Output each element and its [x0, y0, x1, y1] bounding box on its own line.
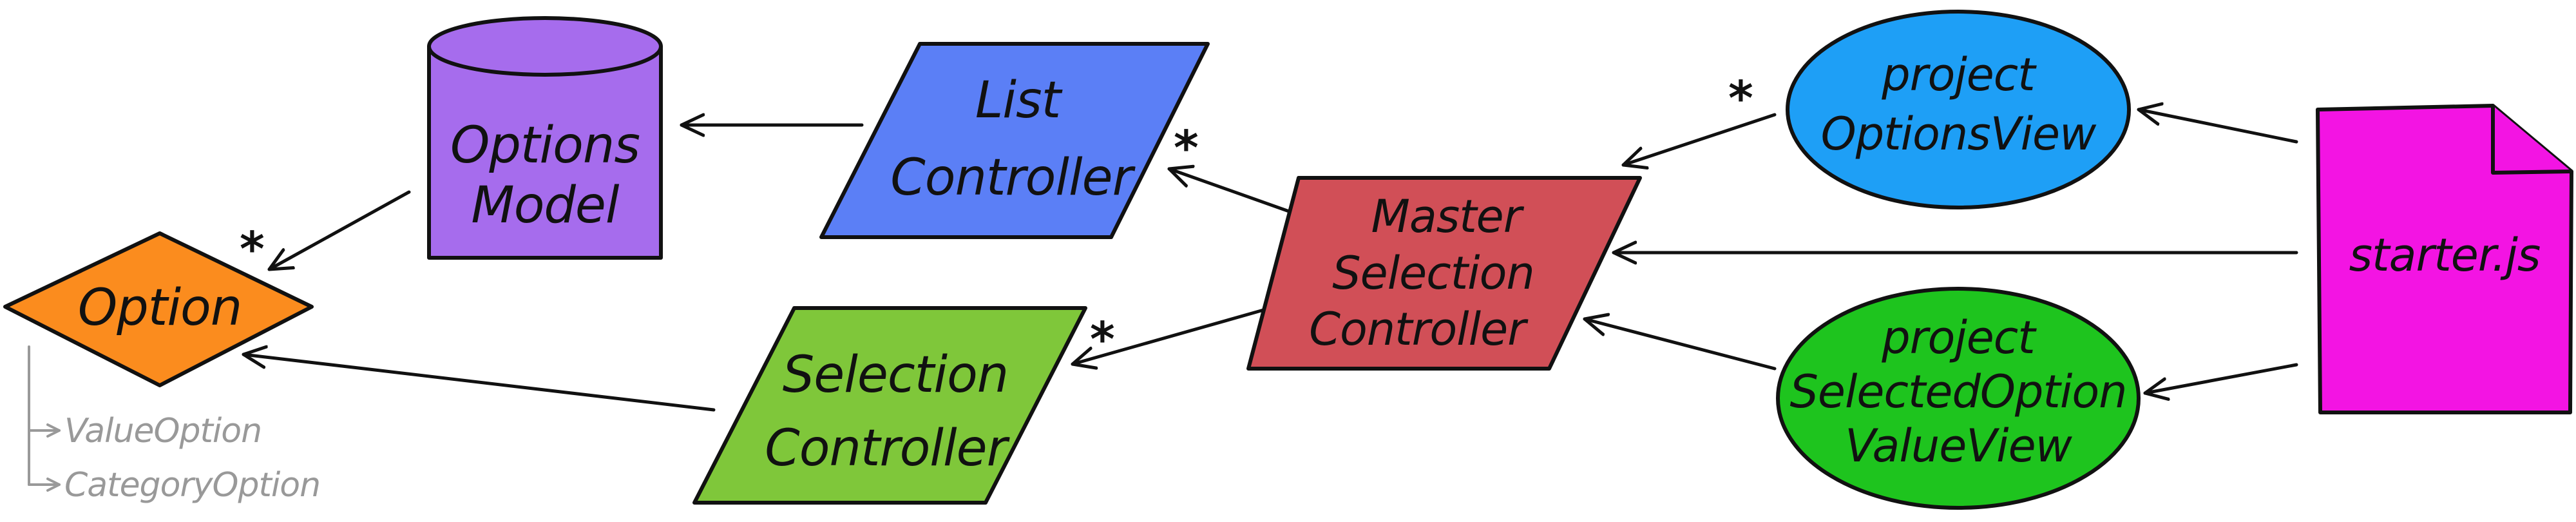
node-options-model: Options Model	[427, 16, 663, 260]
node-option: Option	[3, 231, 314, 387]
edge-starter-to-selected-option-view	[2143, 363, 2298, 393]
edge-options-model-to-option	[267, 190, 411, 271]
multiplicity-list-controller: *	[1174, 121, 1199, 176]
options-model-label-line1: Options	[450, 117, 640, 175]
edges	[242, 110, 2298, 412]
selected-option-view-label-line1: project	[1881, 311, 2037, 364]
project-options-view-label-line1: project	[1881, 48, 2037, 101]
list-controller-label-line1: List	[975, 72, 1063, 130]
selection-controller-label-line2: Controller	[765, 420, 1010, 478]
selection-controller-label-line1: Selection	[783, 346, 1008, 404]
starter-js-document	[2316, 104, 2573, 414]
node-selection-controller: Selection Controller	[692, 306, 1087, 505]
project-options-view-ellipse	[1786, 10, 2131, 209]
edge-selected-option-view-to-master	[1583, 319, 1777, 371]
options-model-label-line2: Model	[471, 177, 620, 235]
subclass-category-option-label: CategoryOption	[64, 466, 320, 505]
edge-master-to-selection-controller	[1071, 307, 1268, 364]
master-selection-controller-parallelogram	[1246, 176, 1642, 371]
list-controller-label-line2: Controller	[890, 149, 1136, 207]
option-diamond	[3, 231, 314, 387]
options-model-cylinder-top	[427, 16, 663, 77]
edge-selection-controller-to-option	[242, 354, 716, 412]
subclass-value-option-label: ValueOption	[64, 412, 262, 450]
selection-controller-parallelogram	[692, 306, 1087, 505]
multiplicity-option-in-model: *	[240, 222, 265, 277]
project-options-view-label-line2: OptionsView	[1821, 108, 2097, 160]
master-label-line3: Controller	[1309, 303, 1529, 356]
option-subclass-tree: ValueOption CategoryOption	[28, 345, 321, 505]
node-master-selection-controller: Master Selection Controller	[1246, 176, 1642, 371]
master-label-line2: Selection	[1332, 247, 1534, 300]
project-selected-option-value-view-ellipse	[1776, 287, 2141, 510]
node-starter-js: starter.js	[2316, 104, 2573, 414]
edge-master-to-list-controller	[1167, 169, 1313, 221]
node-list-controller: List Controller	[819, 42, 1210, 239]
multiplicity-selection-controller: *	[1090, 312, 1115, 367]
node-project-options-view: project OptionsView	[1786, 10, 2131, 209]
selected-option-view-label-line2: SelectedOption	[1789, 365, 2126, 418]
starter-js-document-fold	[2491, 106, 2572, 175]
edge-options-view-to-master	[1621, 113, 1777, 165]
list-controller-parallelogram	[819, 42, 1210, 239]
edge-starter-to-options-view	[2137, 110, 2298, 144]
node-project-selected-option-value-view: project SelectedOption ValueView	[1776, 287, 2141, 510]
option-label: Option	[78, 279, 242, 337]
master-label-line1: Master	[1371, 190, 1524, 243]
selected-option-view-label-line3: ValueView	[1845, 420, 2073, 472]
multiplicity-master-from-options-view: *	[1728, 71, 1753, 126]
multiplicity-markers: * * * *	[240, 71, 1753, 367]
starter-js-label: starter.js	[2349, 229, 2541, 282]
